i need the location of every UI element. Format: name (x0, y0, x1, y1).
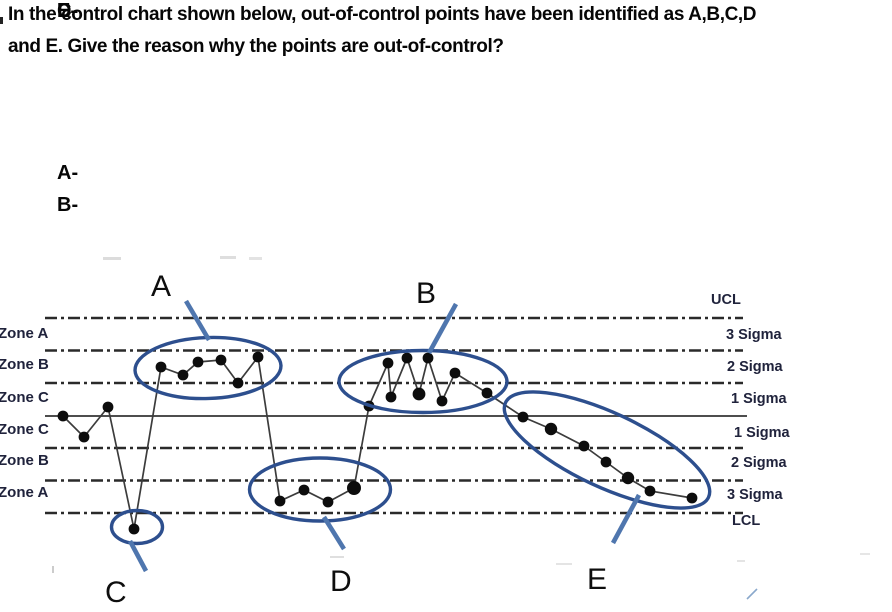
cluster-label-b: B (416, 277, 436, 310)
answer-item-e: E- (57, 0, 77, 22)
axis-label-lcl: LCL (732, 513, 760, 529)
data-point (102, 401, 114, 413)
cluster-label-e: E (587, 563, 607, 596)
cluster-ellipse-b (337, 348, 509, 415)
data-point (232, 377, 244, 389)
cluster-ellipse-e (502, 390, 712, 510)
stray-blue-tick (746, 588, 758, 600)
scan-artifact (52, 566, 54, 573)
callout-line-b (426, 302, 459, 355)
data-point (621, 471, 635, 485)
callout-line-a (184, 299, 211, 342)
data-point (422, 352, 434, 364)
data-point (600, 456, 612, 468)
cluster-label-a: A (151, 270, 171, 303)
zone-label: Zone C (0, 421, 49, 438)
data-point (155, 361, 167, 373)
data-point (177, 369, 189, 381)
data-point (192, 356, 204, 368)
axis-label-1-sigma: 1 Sigma (734, 425, 791, 441)
question-text-line2: and E. Give the reason why the points ar… (8, 36, 504, 57)
data-point (274, 495, 286, 507)
zone-label: Zone C (0, 389, 49, 406)
callout-line-e (610, 493, 642, 545)
data-point (401, 352, 413, 364)
cluster-label-c: C (105, 576, 127, 609)
data-point (481, 387, 493, 399)
axis-label-3-sigma: 3 Sigma (727, 487, 784, 503)
data-point (298, 484, 310, 496)
data-point (544, 422, 558, 436)
axis-label-3-sigma: 3 Sigma (726, 327, 783, 343)
callout-line-c (127, 539, 149, 573)
data-point (449, 367, 461, 379)
scan-artifact (249, 257, 262, 260)
data-point (644, 485, 656, 497)
cluster-ellipse-c (109, 508, 165, 546)
data-point (686, 492, 698, 504)
axis-label-1-sigma: 1 Sigma (731, 391, 788, 407)
answer-item-d: D- (57, 0, 79, 22)
axis-label-2-sigma: 2 Sigma (727, 359, 784, 375)
cluster-ellipse-d (247, 456, 393, 523)
question-text-line1: In the control chart shown below, out-of… (8, 4, 757, 25)
data-point (517, 411, 529, 423)
zone-label: Zone B (0, 452, 49, 469)
scan-artifact (103, 257, 121, 260)
answer-item-b: B- (57, 194, 79, 216)
axis-label-ucl: UCL (711, 292, 741, 308)
data-point (57, 410, 69, 422)
data-point (412, 387, 426, 401)
scan-artifact (860, 553, 870, 555)
zone-label: Zone A (0, 325, 48, 342)
axis-label-2-sigma: 2 Sigma (731, 455, 788, 471)
data-point (252, 351, 264, 363)
data-point (322, 496, 334, 508)
answer-item-a: A- (57, 162, 79, 184)
data-point (382, 357, 394, 369)
scan-artifact (737, 560, 745, 562)
data-point (347, 481, 361, 495)
data-point (578, 440, 590, 452)
zone-label: Zone B (0, 356, 49, 373)
zone-label: Zone A (0, 484, 48, 501)
scan-artifact (330, 556, 344, 558)
data-point (128, 523, 140, 535)
cluster-label-d: D (330, 565, 352, 598)
scan-artifact (556, 563, 572, 565)
callout-line-d (322, 515, 346, 551)
data-point (78, 431, 90, 443)
clipped-list-number-fragment (0, 17, 3, 24)
answer-item-c: C- (57, 0, 79, 22)
data-point (385, 391, 397, 403)
scan-artifact (220, 256, 236, 259)
data-point (436, 395, 448, 407)
data-point (215, 354, 227, 366)
